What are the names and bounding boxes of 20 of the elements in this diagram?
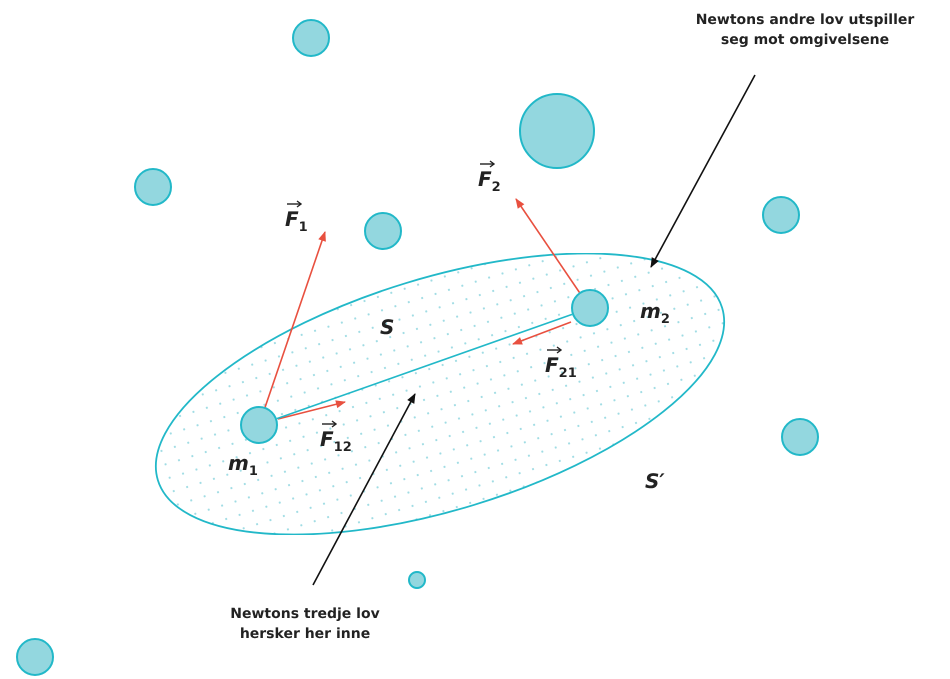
annotation-text: Newtons tredje lov hersker her inne [205,604,405,644]
surroundings-label: S′ [645,470,665,492]
particle-circle [762,196,800,234]
leader-line [312,393,416,586]
connection-line [276,314,572,420]
particle-circle [134,168,172,206]
leader-line [650,74,756,268]
mass-label: m$_{2}$ [640,300,670,329]
annotation-text: Newtons andre lov utspiller seg mot omgivelsene [680,10,930,50]
force-label: F$_{21}$ [545,346,577,385]
particle-circle [292,19,330,57]
particle-circle [408,571,426,589]
particle-circle [364,212,402,250]
system-label: S [380,316,394,338]
force-label: F$_{12}$ [320,420,352,459]
mass-label: m$_{1}$ [228,452,258,481]
particle-circle [781,418,819,456]
particle-circle [16,638,54,676]
force-label: F$_{1}$ [285,200,308,239]
force-label: F$_{2}$ [478,160,501,199]
